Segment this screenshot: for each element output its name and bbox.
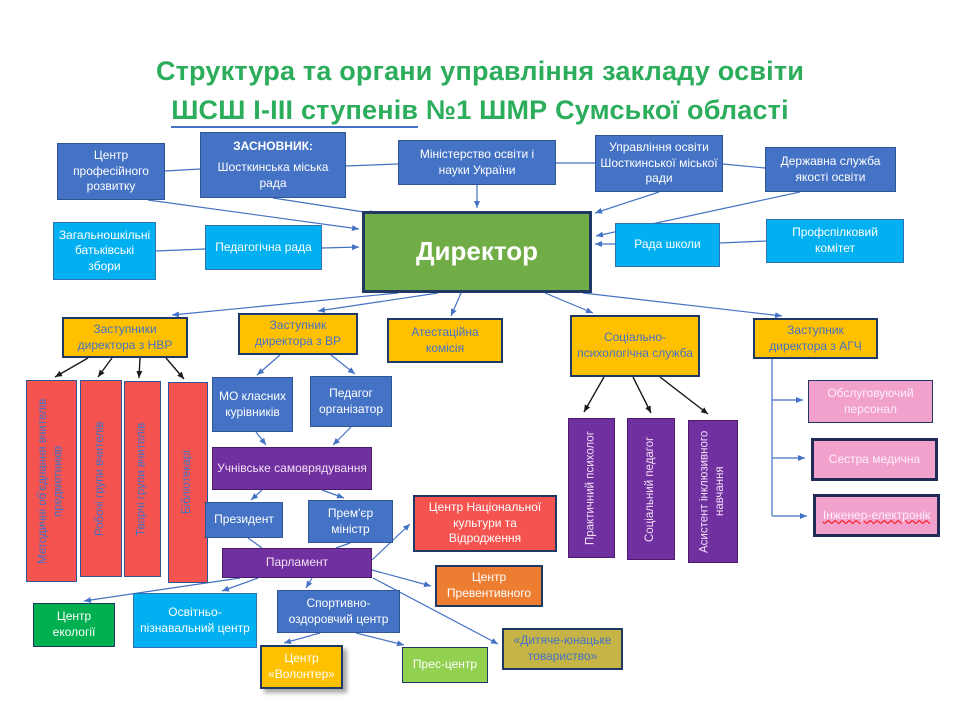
- title-line-1: Структура та органи управління закладу о…: [155, 56, 805, 86]
- box-prime-minister: Прем'єр міністр: [308, 500, 393, 543]
- box-pedagogical-council: Педагогічна рада: [205, 225, 322, 270]
- box-school-council: Рада школи: [615, 223, 720, 267]
- box-deputy-director-agch: Заступник директора з АГЧ: [753, 318, 878, 359]
- box-attestation-commission: Атестаційна комісія: [387, 318, 503, 363]
- box-deputy-directors-nvr: Заступники директора з НВР: [62, 317, 188, 358]
- box-founder-header: ЗАСНОВНИК:: [233, 138, 313, 153]
- box-center-professional-development: Центр професійного розвитку: [57, 143, 165, 200]
- box-educational-cognitive-center: Освітньо-пізнавальний центр: [133, 593, 257, 648]
- box-trade-union-committee: Профспілковий комітет: [766, 219, 904, 263]
- title-line-2: ШСШ І-ІІІ ступенів №1 ШМР Сумської облас…: [0, 95, 960, 128]
- box-social-psychological-service: Соціально-психологічна служба: [570, 315, 700, 377]
- box-student-self-government: Учнівське самоврядування: [212, 447, 372, 490]
- box-children-youth-society: «Дитяче-юнацьке товариство»: [502, 628, 623, 670]
- box-ecology-center: Центр екології: [33, 603, 115, 647]
- box-founder: ЗАСНОВНИК: Шосткинська міська рада: [200, 132, 346, 198]
- box-press-center: Прес-центр: [402, 647, 488, 683]
- box-working-groups: Робочі групи вчителів: [80, 380, 122, 577]
- box-state-quality-service: Державна служба якості освіти: [765, 147, 896, 192]
- box-medical-nurse: Сестра медична: [811, 438, 938, 481]
- box-pedagog-organizer: Педагог організатор: [310, 376, 392, 427]
- box-creative-groups: Творчі групи вчителів: [124, 381, 161, 577]
- box-founder-body: Шосткинська міська рада: [217, 160, 329, 190]
- box-inclusive-education-assistant: Асистент інклюзивного навчання: [688, 420, 738, 563]
- box-practical-psychologist: Практичний психолог: [568, 418, 615, 558]
- box-methodical-associations: Методичні об'єднання вчителів предметник…: [26, 380, 77, 582]
- box-preventive-center: Центр Превентивного: [435, 565, 543, 607]
- box-electronics-engineer: Інженер-електронік: [813, 494, 940, 537]
- box-parents-meeting: Загальношкільні батьківські збори: [53, 222, 156, 280]
- box-social-pedagog: Соціальний педагог: [627, 418, 675, 560]
- box-volunteer-center: Центр «Волонтер»: [260, 645, 343, 689]
- box-mo-class-leaders: МО класних курівників: [212, 377, 293, 432]
- box-national-culture-center: Центр Національної культури та Відроджен…: [413, 495, 557, 552]
- box-sports-health-center: Спортивно-оздоровчий центр: [277, 590, 400, 633]
- box-librarians: Бібліотекарі: [168, 382, 208, 583]
- title-line-2-rest: №1 ШМР Сумської області: [418, 95, 789, 125]
- box-education-department: Управління освіти Шосткинської міської р…: [595, 135, 723, 192]
- box-deputy-director-vr: Заступник директора з ВР: [238, 313, 358, 355]
- box-director: Директор: [362, 211, 592, 293]
- title-line-2-underlined: ШСШ І-ІІІ ступенів: [171, 95, 419, 128]
- box-service-personnel: Обслуговуючий персонал: [808, 380, 933, 423]
- box-president: Президент: [205, 502, 283, 538]
- box-ministry-of-education: Міністерство освіти і науки України: [398, 140, 556, 185]
- box-parliament: Парламент: [222, 548, 372, 578]
